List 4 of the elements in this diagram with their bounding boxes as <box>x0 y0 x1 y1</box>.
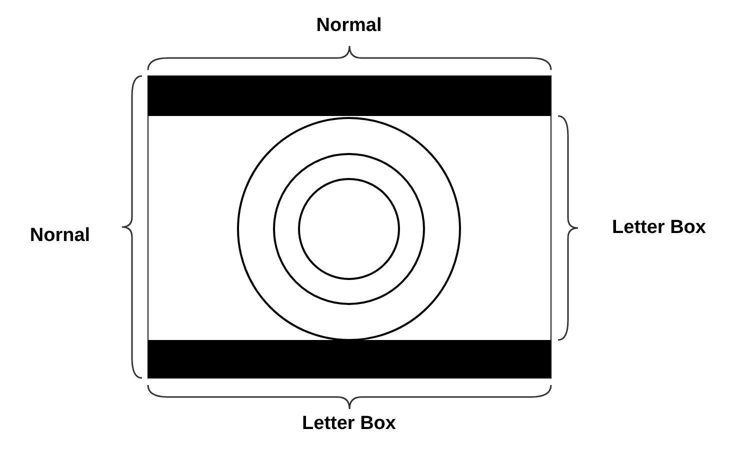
dimension-label: Normal <box>316 15 382 36</box>
dimension-label: Letter Box <box>612 217 706 238</box>
dimension-label: Nornal <box>30 225 90 246</box>
dimension-label: Letter Box <box>302 413 396 434</box>
